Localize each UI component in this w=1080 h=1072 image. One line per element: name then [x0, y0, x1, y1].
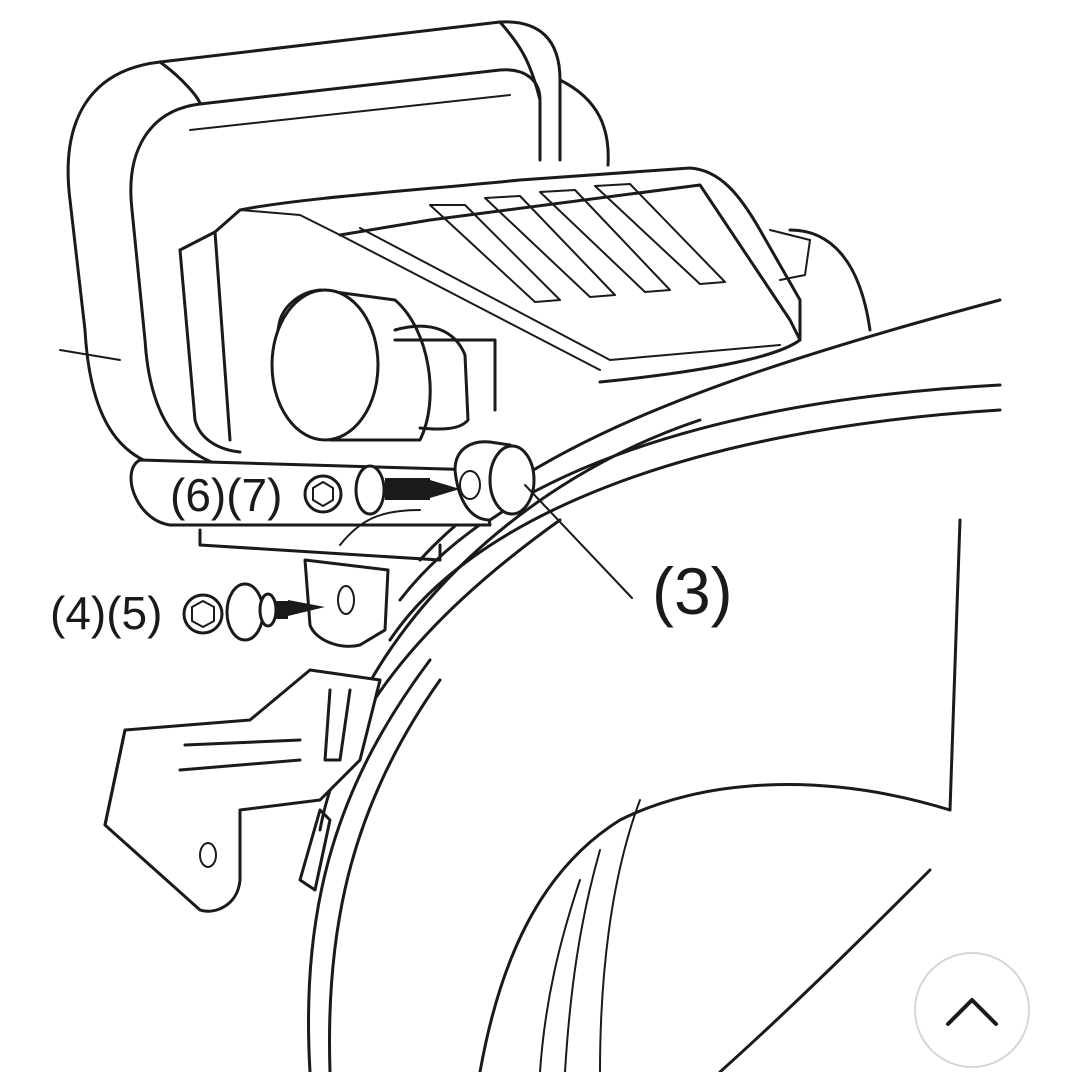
screw-4-5 — [182, 582, 355, 642]
part-3-boss — [339, 440, 536, 546]
callout-screw-6-7: (6)(7) — [170, 469, 282, 521]
callout-bracket-3: (3) — [652, 554, 733, 628]
screw-6-7 — [303, 464, 460, 516]
switch-knob — [270, 288, 497, 442]
chevron-up-icon — [946, 998, 998, 1026]
scroll-to-top-button[interactable] — [914, 952, 1030, 1068]
carry-handle — [59, 20, 610, 472]
callout-screw-4-5: (4)(5) — [50, 587, 162, 639]
motor-housing — [178, 166, 872, 454]
lower-bracket — [103, 458, 492, 913]
leader-line-3 — [524, 484, 633, 599]
